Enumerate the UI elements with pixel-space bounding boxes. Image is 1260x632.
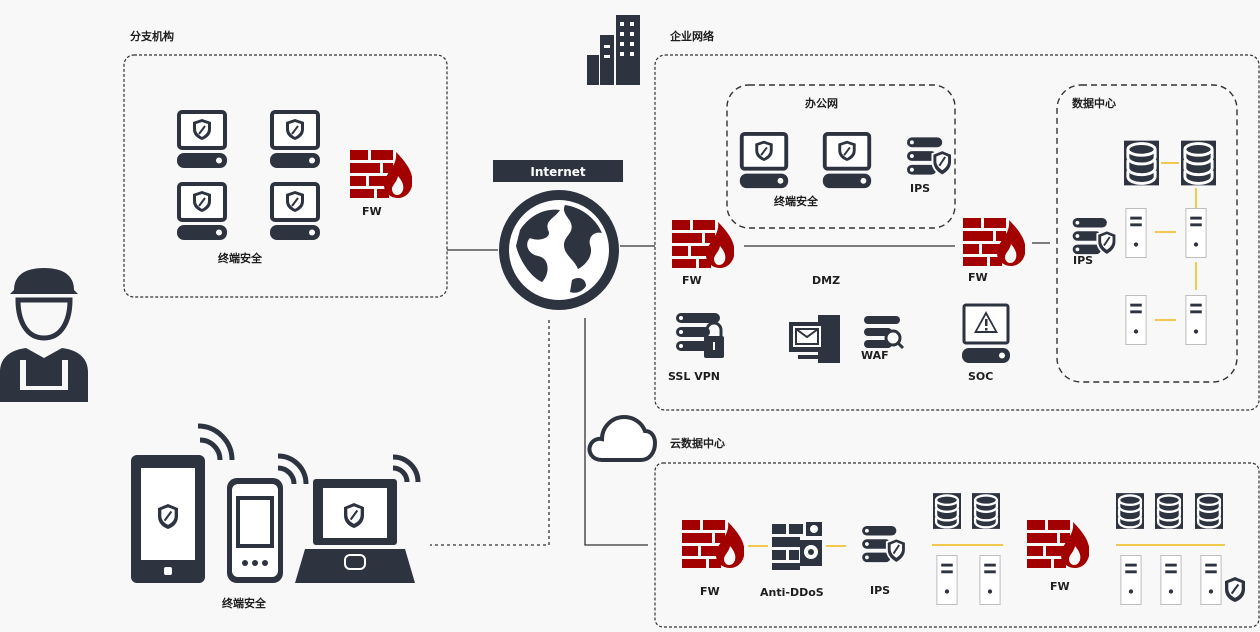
internet-label: Internet bbox=[530, 165, 585, 179]
dmz-label: DMZ bbox=[812, 274, 840, 287]
connection-lines bbox=[430, 242, 1050, 546]
shield-icon bbox=[1225, 577, 1245, 602]
database-icon bbox=[1116, 491, 1144, 531]
office-title: 办公网 bbox=[805, 96, 838, 110]
server-icon bbox=[1125, 208, 1147, 258]
branch-title: 分支机构 bbox=[130, 29, 174, 43]
office-endpoint-label: 终端安全 bbox=[774, 194, 819, 208]
mobile-endpoint-label: 终端安全 bbox=[222, 596, 267, 610]
cloud-fw2-label: FW bbox=[1050, 580, 1070, 593]
anti-ddos-icon bbox=[772, 522, 822, 570]
endpoint-laptop-icon bbox=[270, 182, 320, 242]
soc-alert-icon bbox=[962, 303, 1010, 363]
office-box bbox=[726, 84, 956, 229]
fw-right-label: FW bbox=[968, 271, 988, 284]
datacenter-box bbox=[1056, 84, 1238, 383]
ips-icon bbox=[862, 526, 906, 564]
laptop-icon bbox=[295, 479, 415, 583]
cloud-ips-label: IPS bbox=[870, 584, 890, 597]
ssl-vpn-label: SSL VPN bbox=[668, 370, 720, 383]
server-icon bbox=[1200, 555, 1222, 605]
phone-icon bbox=[227, 478, 283, 583]
server-icon bbox=[1185, 295, 1207, 345]
internet-label-bg bbox=[493, 160, 623, 182]
endpoint-laptop-icon bbox=[177, 110, 227, 170]
tablet-icon bbox=[131, 455, 205, 583]
waf-label: WAF bbox=[861, 349, 889, 362]
firewall-icon bbox=[672, 220, 734, 268]
firewall-icon bbox=[350, 150, 412, 198]
cloud-icon bbox=[587, 414, 658, 462]
antiddos-label: Anti-DDoS bbox=[760, 586, 824, 599]
database-icon bbox=[1195, 491, 1223, 531]
database-icon bbox=[1181, 140, 1216, 186]
database-icon bbox=[1155, 491, 1183, 531]
mail-server-icon bbox=[789, 315, 840, 363]
datacenter-title: 数据中心 bbox=[1072, 96, 1116, 110]
endpoint-laptop-icon bbox=[270, 110, 320, 170]
server-icon bbox=[936, 555, 958, 605]
ips-icon bbox=[907, 137, 952, 177]
endpoint-laptop-icon bbox=[739, 132, 789, 190]
endpoint-laptop-icon bbox=[177, 182, 227, 242]
enterprise-box bbox=[654, 54, 1260, 411]
firewall-icon bbox=[963, 218, 1025, 266]
user-avatar-icon bbox=[0, 268, 88, 402]
datacenter-ips-label: IPS bbox=[1073, 254, 1093, 267]
server-icon bbox=[1120, 555, 1142, 605]
branch-fw-label: FW bbox=[362, 205, 382, 218]
waf-icon bbox=[864, 316, 905, 350]
ssl-vpn-icon bbox=[676, 313, 724, 358]
fw-left-label: FW bbox=[682, 274, 702, 287]
office-ips-label: IPS bbox=[910, 182, 930, 195]
soc-label: SOC bbox=[968, 370, 993, 383]
ips-icon bbox=[1072, 218, 1117, 256]
server-icon bbox=[1160, 555, 1182, 605]
database-icon bbox=[1124, 140, 1159, 186]
database-icon bbox=[933, 491, 961, 531]
cloud-fw-label: FW bbox=[700, 585, 720, 598]
server-icon bbox=[979, 555, 1001, 605]
globe-icon bbox=[499, 190, 619, 310]
server-icon bbox=[1185, 208, 1207, 258]
building-icon bbox=[587, 15, 640, 85]
database-icon bbox=[972, 491, 1000, 531]
enterprise-title: 企业网络 bbox=[669, 29, 714, 43]
cloud-box bbox=[654, 462, 1260, 628]
wifi-signal-icon bbox=[197, 423, 421, 485]
branch-box bbox=[123, 54, 448, 298]
branch-endpoint-label: 终端安全 bbox=[218, 251, 263, 265]
firewall-icon bbox=[682, 520, 744, 568]
server-icon bbox=[1125, 295, 1147, 345]
endpoint-laptop-icon bbox=[822, 132, 872, 190]
cloud-title: 云数据中心 bbox=[670, 436, 725, 450]
firewall-icon bbox=[1027, 520, 1089, 568]
